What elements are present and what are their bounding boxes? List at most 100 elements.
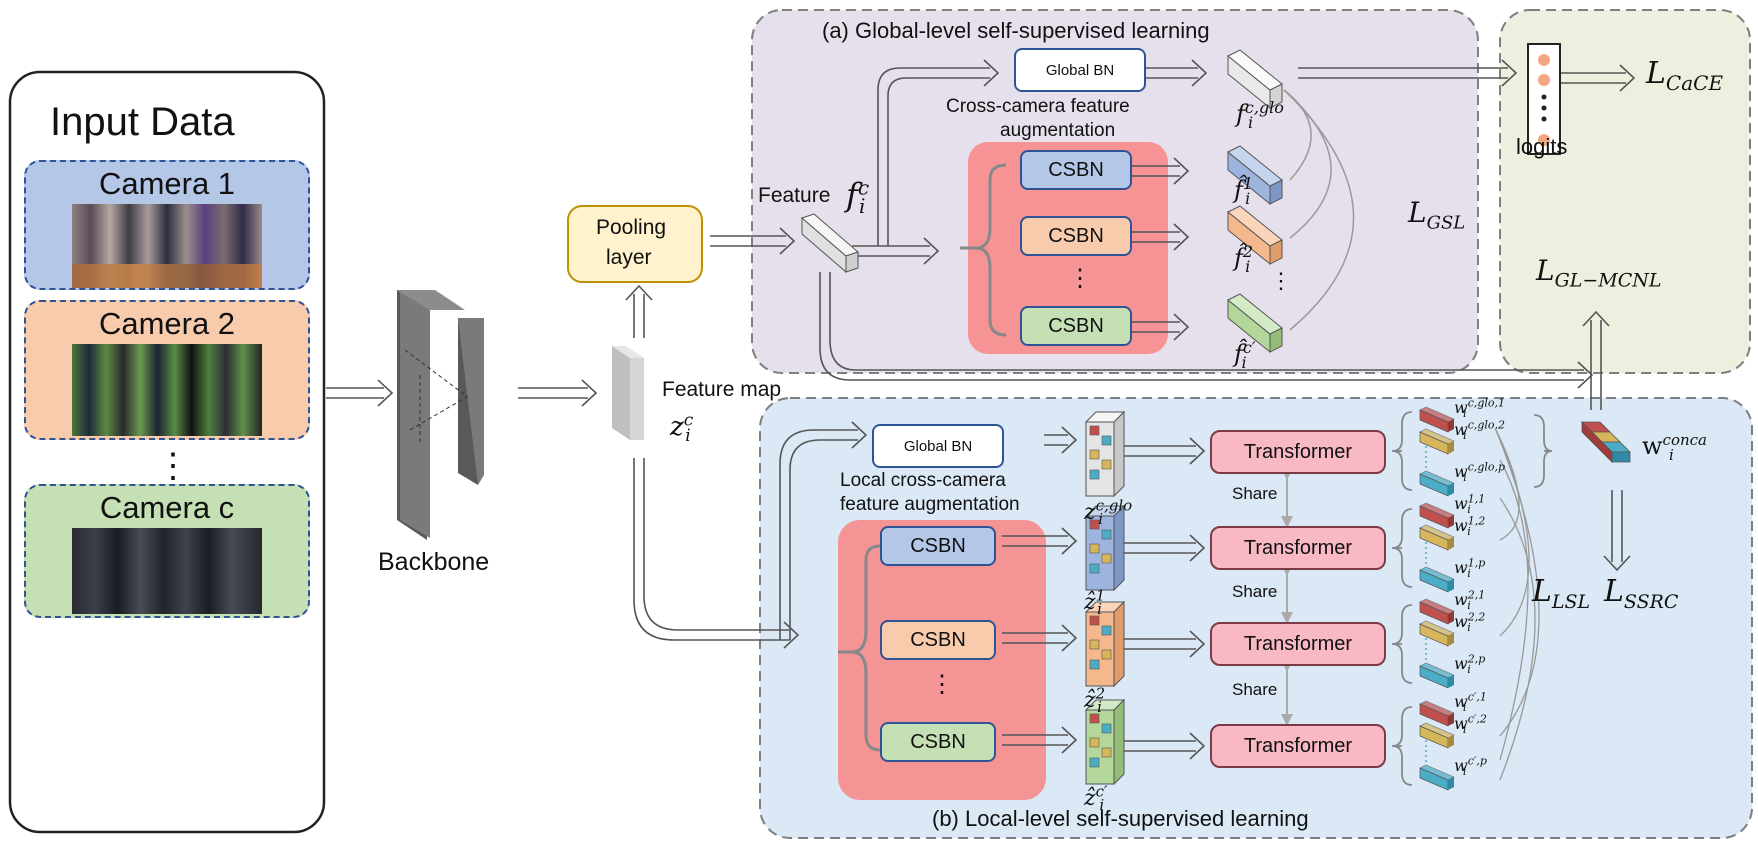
backbone-label: Backbone bbox=[378, 548, 490, 576]
local-map-patch bbox=[1089, 563, 1100, 574]
transformer-1: Transformer bbox=[1210, 430, 1386, 474]
main-arrows bbox=[326, 59, 1636, 760]
transformer-braces bbox=[1391, 411, 1553, 786]
pooling-label-line1: Pooling bbox=[596, 216, 667, 239]
local-map-patch bbox=[1101, 723, 1112, 734]
loss-ssrc: LSSRC bbox=[1604, 574, 1679, 613]
global-csbn-1: CSBN bbox=[1020, 150, 1132, 190]
transformer-4: Transformer bbox=[1210, 724, 1386, 768]
token-label: wc,glo,2i bbox=[1454, 418, 1506, 443]
token-label: w1,pi bbox=[1454, 556, 1486, 581]
token-layer bbox=[1419, 406, 1455, 791]
local-map-label-4: ẑc′i bbox=[1084, 782, 1108, 815]
local-aug-line1: Local cross-camera bbox=[840, 470, 1006, 491]
token-label: wc′,2i bbox=[1454, 712, 1487, 737]
token-vector bbox=[1419, 566, 1455, 593]
global-section-title: (a) Global-level self-supervised learnin… bbox=[822, 18, 1210, 43]
token-vector bbox=[1419, 524, 1455, 551]
local-csbn-3: CSBN bbox=[880, 722, 996, 762]
local-map-patch bbox=[1101, 625, 1112, 636]
feature-vector-cube bbox=[801, 213, 859, 274]
local-map-label-2: ẑ1i bbox=[1084, 586, 1106, 619]
camera-1-panel: Camera 1 bbox=[24, 160, 310, 290]
local-map-label-1: zc,gloi bbox=[1084, 496, 1133, 529]
token-vector bbox=[1419, 406, 1455, 433]
local-map-patch bbox=[1101, 529, 1112, 540]
feature-map-symbol: zci bbox=[670, 410, 694, 447]
backbone-layers bbox=[397, 290, 484, 540]
camera-2-panel: Camera 2 bbox=[24, 300, 310, 440]
share-label-3: Share bbox=[1232, 680, 1278, 699]
token-vector bbox=[1419, 470, 1455, 497]
feature-map-label: Feature map bbox=[662, 378, 782, 401]
concat-token bbox=[1581, 421, 1631, 463]
feature-map-cube bbox=[612, 346, 644, 440]
token-label: w2,pi bbox=[1454, 652, 1486, 677]
local-csbn-ellipsis: ⋮ bbox=[930, 671, 954, 698]
camera-2-label: Camera 2 bbox=[98, 306, 236, 341]
input-ellipsis: ⋮ bbox=[156, 447, 190, 485]
feature-label: Feature bbox=[758, 184, 831, 207]
local-map-cube-4 bbox=[1084, 698, 1126, 786]
loss-panel bbox=[1499, 9, 1751, 374]
gsl-arcs bbox=[1283, 89, 1355, 331]
token-vector bbox=[1419, 764, 1455, 791]
token-label: w2,2i bbox=[1454, 610, 1486, 635]
pooling-label-line2: layer bbox=[606, 246, 652, 269]
local-map-patch bbox=[1089, 519, 1100, 530]
local-map-patch bbox=[1101, 553, 1112, 564]
camera-1-image bbox=[72, 204, 262, 288]
local-map-cube-3 bbox=[1084, 600, 1126, 688]
global-feature-2: f̂2i bbox=[1234, 242, 1254, 276]
token-vector bbox=[1419, 620, 1455, 647]
local-map-patch bbox=[1089, 543, 1100, 554]
logits-label: logits bbox=[1516, 134, 1568, 159]
camera-c-image bbox=[72, 528, 262, 614]
global-csbn-3: CSBN bbox=[1020, 306, 1132, 346]
local-map-patch bbox=[1101, 435, 1112, 446]
transformer-2: Transformer bbox=[1210, 526, 1386, 570]
token-label: wc′,pi bbox=[1454, 754, 1487, 779]
global-csbn-2: CSBN bbox=[1020, 216, 1132, 256]
local-map-patch bbox=[1089, 659, 1100, 670]
loss-lsl: LLSL bbox=[1532, 574, 1591, 613]
transformer-3: Transformer bbox=[1210, 622, 1386, 666]
token-vector bbox=[1419, 598, 1455, 625]
local-csbn-1: CSBN bbox=[880, 526, 996, 566]
pooling-box bbox=[567, 205, 703, 283]
share-label-2: Share bbox=[1232, 582, 1278, 601]
local-map-patch bbox=[1101, 649, 1112, 660]
local-map-cube-1 bbox=[1084, 410, 1126, 498]
token-vector bbox=[1419, 662, 1455, 689]
local-map-patch bbox=[1101, 747, 1112, 758]
token-label: wc,glo,1i bbox=[1454, 396, 1506, 421]
token-vector bbox=[1419, 700, 1455, 727]
token-label: w1,1i bbox=[1454, 492, 1486, 517]
global-bn-box-b: Global BN bbox=[872, 424, 1004, 468]
local-map-patch bbox=[1089, 469, 1100, 480]
global-feature-ellipsis: ⋮ bbox=[1270, 268, 1292, 293]
concat-symbol: wconcai bbox=[1642, 431, 1707, 464]
input-data-title: Input Data bbox=[50, 100, 235, 144]
loss-cace: LCaCE bbox=[1646, 56, 1724, 95]
local-map-patch bbox=[1089, 449, 1100, 460]
token-vector bbox=[1419, 502, 1455, 529]
local-section-title: (b) Local-level self-supervised learning bbox=[932, 806, 1309, 831]
camera-1-label: Camera 1 bbox=[98, 166, 236, 201]
global-feature-1: f̂1i bbox=[1234, 174, 1254, 208]
local-aug-line2: feature augmentation bbox=[840, 494, 1020, 515]
global-feature-c: f̂c′i bbox=[1234, 338, 1256, 372]
global-feature-cubes bbox=[1227, 49, 1283, 354]
global-bn-box-a: Global BN bbox=[1014, 48, 1146, 92]
share-label-1: Share bbox=[1232, 484, 1278, 503]
token-vector bbox=[1419, 428, 1455, 455]
local-map-patch bbox=[1089, 737, 1100, 748]
token-label: wc′,1i bbox=[1454, 690, 1487, 715]
loss-gsl: LGSL bbox=[1408, 196, 1466, 234]
camera-c-panel: Camera c bbox=[24, 484, 310, 618]
feature-symbol: fci bbox=[846, 175, 870, 219]
camera-2-image bbox=[72, 344, 262, 436]
local-map-label-3: ẑ2i bbox=[1084, 684, 1106, 717]
global-csbn-ellipsis: ⋮ bbox=[1068, 265, 1092, 292]
local-map-patch bbox=[1089, 615, 1100, 626]
